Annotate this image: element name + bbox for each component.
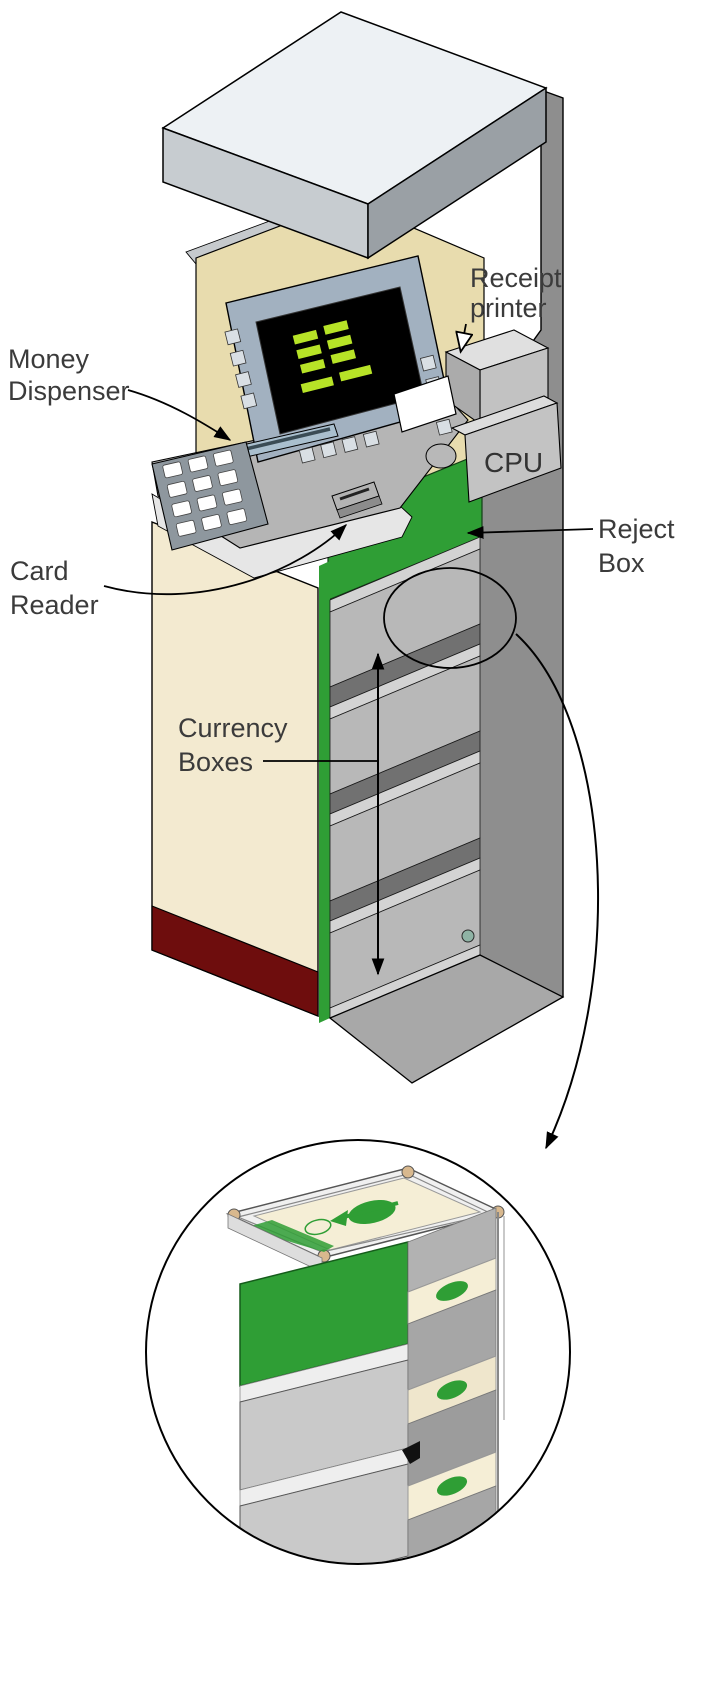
screen-text-glyphs [292, 320, 373, 393]
base-floor [328, 929, 565, 1084]
detail-inset [225, 1165, 505, 1563]
receipt-paper [393, 375, 457, 433]
currency-boxes-label-line1: Currency [178, 713, 288, 743]
magnifier-circle [383, 567, 517, 669]
latch [402, 1441, 420, 1464]
rear-panel [467, 89, 564, 1039]
reject-box-label-line2: Box [598, 548, 645, 578]
hinge-dot [461, 929, 475, 943]
money-dispenser-label-line1: Money [8, 344, 90, 374]
currency-boxes-label-line2: Boxes [178, 747, 253, 777]
receipt-printer-label-line2: printer [470, 293, 547, 323]
currency-box-stack [329, 536, 481, 1019]
card-reader-leader-arrow [103, 524, 348, 596]
screen-side-buttons-left[interactable] [224, 328, 258, 410]
detail-inset-circle [145, 1139, 571, 1565]
receipt-printer-label-line1: Receipt [470, 263, 562, 293]
receipt-printer-leader-arrow [461, 323, 466, 350]
canopy [161, 11, 548, 260]
money-dispenser-leader-arrow [127, 389, 232, 441]
cpu-label: CPU [484, 447, 543, 478]
fascia [151, 255, 469, 579]
feed-direction-arrow [343, 1201, 399, 1219]
maroon-stripe [151, 905, 319, 1017]
reject-box-label-line1: Reject [598, 514, 675, 544]
money-dispenser-label-line2: Dispenser [8, 376, 130, 406]
banknote-top [252, 1177, 482, 1251]
display [224, 255, 453, 464]
labels: Money Dispenser Receipt printer Reject B… [8, 263, 675, 777]
cabinet-side-panel [151, 520, 319, 1018]
reject-box-leader-arrow [466, 526, 594, 539]
detail-curved-arrow [515, 633, 599, 1150]
card-reader-label-line2: Reader [10, 590, 99, 620]
annotations [103, 323, 599, 1150]
cpu-box: CPU [425, 395, 562, 503]
card-reader-slot [331, 481, 383, 519]
keypad[interactable] [151, 441, 269, 551]
keypad-keys[interactable] [162, 449, 248, 537]
card-reader-label-line1: Card [10, 556, 69, 586]
note-stack-right [407, 1207, 497, 1563]
screen-bottom-buttons[interactable] [298, 430, 380, 464]
lock-circle [425, 443, 457, 469]
